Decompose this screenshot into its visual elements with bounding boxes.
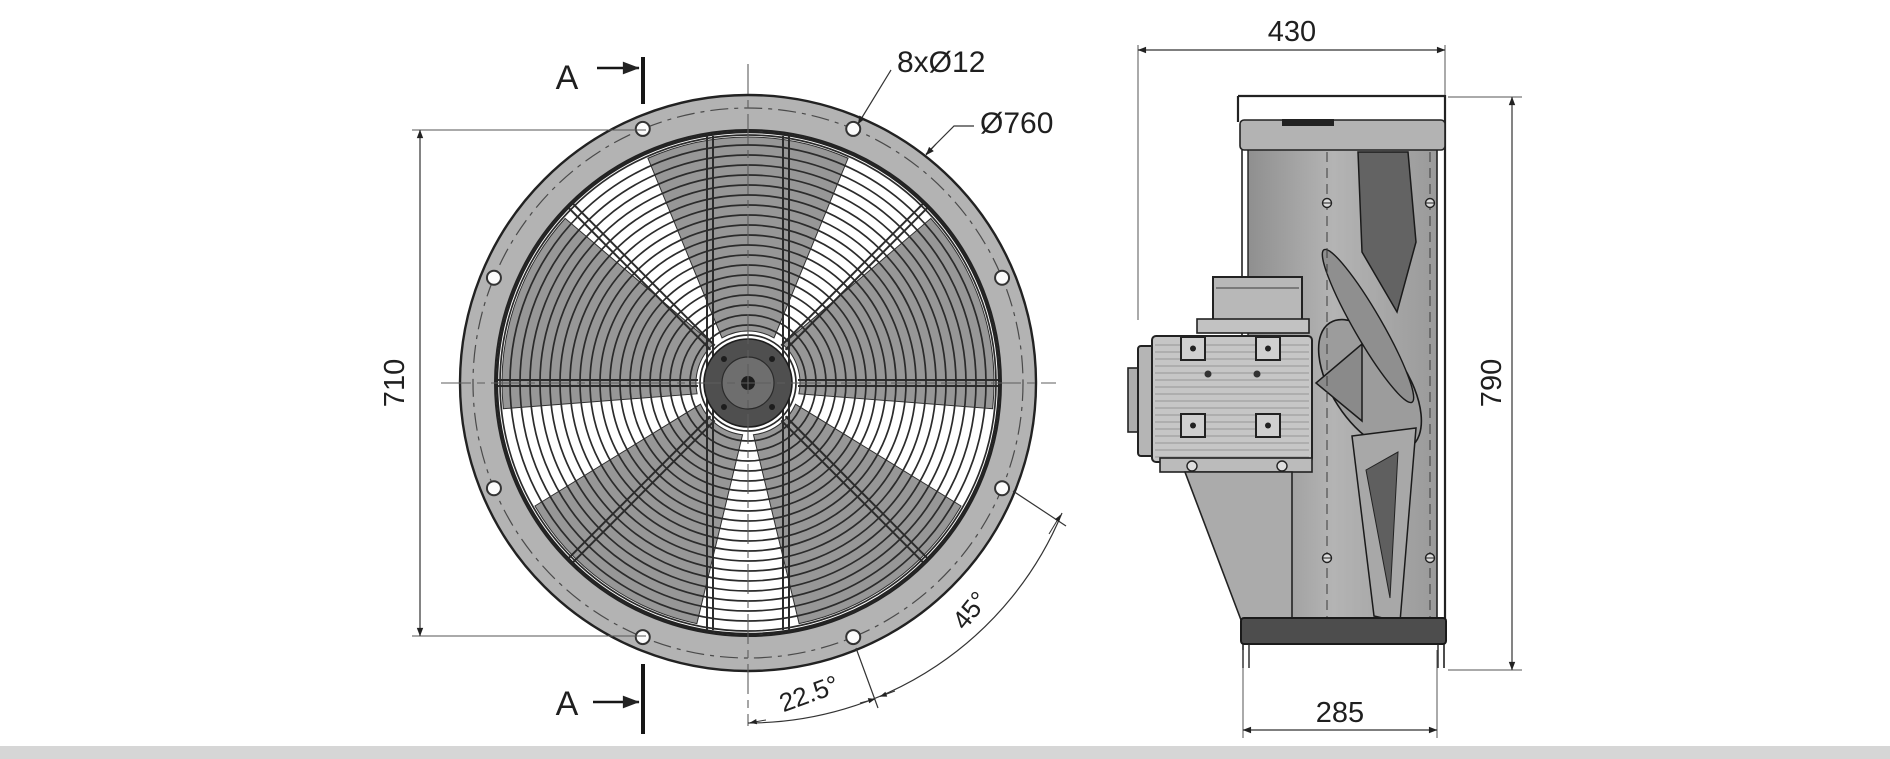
mounting-base xyxy=(1240,617,1447,645)
hub-bolts xyxy=(720,355,776,411)
blade-lower-face xyxy=(1365,451,1399,599)
blade-upper xyxy=(1357,151,1417,314)
dim-790: 790 xyxy=(1448,96,1522,671)
callout-outer-diameter: Ø760 xyxy=(925,107,1053,156)
base-plate-bolt-1 xyxy=(1186,460,1198,472)
angle-tick-22-5 xyxy=(855,647,879,709)
arc-arrow-1 xyxy=(749,718,767,725)
front-view: 710 A A 8xØ12 Ø760 xyxy=(379,46,1067,734)
section-marker-bottom: A xyxy=(556,664,645,734)
section-label-top: A xyxy=(556,59,579,97)
section-marker-top: A xyxy=(556,57,645,104)
callout-diameter-leader xyxy=(925,125,974,155)
angle-22-5-label: 22.5° xyxy=(775,669,843,718)
collar-notch xyxy=(1282,119,1334,126)
dim-790-label: 790 xyxy=(1476,359,1508,407)
motor-base-plate xyxy=(1159,457,1313,473)
dim-285: 285 xyxy=(1242,650,1438,738)
callout-diameter-label: Ø760 xyxy=(980,107,1053,140)
section-label-bottom: A xyxy=(556,685,579,723)
dim-710: 710 xyxy=(379,129,646,637)
terminal-box xyxy=(1212,276,1303,321)
motor-assembly xyxy=(1127,276,1313,473)
flange-bolt-holes xyxy=(485,120,1011,646)
motor-mounting-lugs xyxy=(1180,336,1281,438)
arc-arrow-2 xyxy=(859,698,876,704)
base-plate-bolt-2 xyxy=(1276,460,1288,472)
hub-cone xyxy=(1314,342,1363,423)
motor-bolt-2 xyxy=(1253,370,1261,378)
blade-edge xyxy=(1321,248,1415,404)
arc-arrow-3 xyxy=(879,690,896,697)
angle-tick-45 xyxy=(1012,490,1067,527)
arc-arrow-4 xyxy=(1048,514,1061,535)
inlet-collar xyxy=(1236,94,1446,151)
collar-band xyxy=(1239,119,1446,151)
callout-holes: 8xØ12 xyxy=(857,46,985,125)
support-gusset xyxy=(1183,471,1293,621)
angle-dim-arc xyxy=(747,512,1063,724)
angle-45-label: 45° xyxy=(946,586,994,635)
wall-screws xyxy=(1321,197,1436,564)
motor-bolt-1 xyxy=(1204,370,1212,378)
callout-holes-label: 8xØ12 xyxy=(897,46,985,79)
dim-285-label: 285 xyxy=(1316,697,1364,729)
base-feet xyxy=(1242,644,1445,668)
footer-strip xyxy=(0,746,1890,759)
dim-430-label: 430 xyxy=(1268,16,1316,48)
dim-430: 430 xyxy=(1137,16,1446,320)
motor-bracket xyxy=(1196,318,1310,334)
side-view: 430 790 285 xyxy=(1127,16,1522,738)
dim-710-label: 710 xyxy=(379,359,411,407)
callout-holes-leader xyxy=(857,69,892,125)
callout-diameter-arrow xyxy=(925,143,937,156)
